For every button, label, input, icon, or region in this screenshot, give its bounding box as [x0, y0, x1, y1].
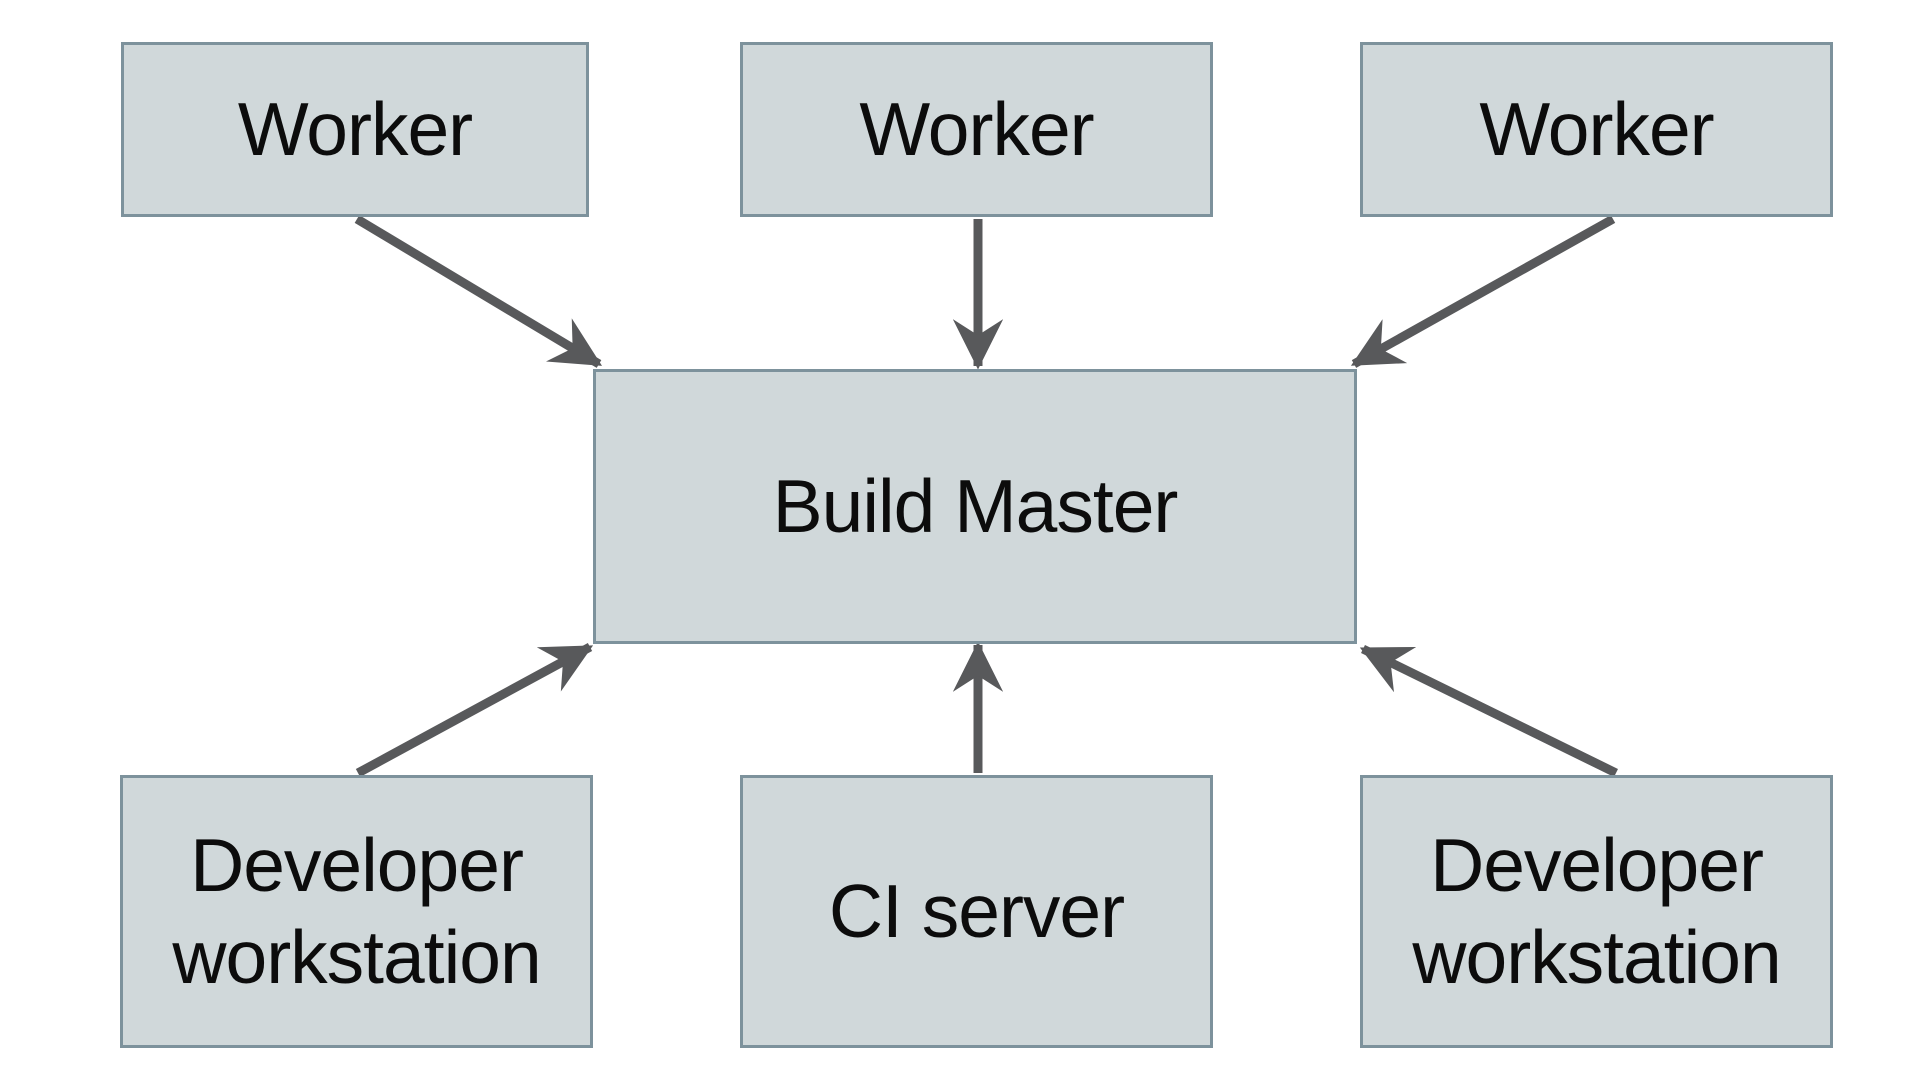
node-build-master: Build Master: [593, 369, 1357, 644]
node-developer-workstation-1: Developer workstation: [120, 775, 593, 1048]
node-developer-workstation-2: Developer workstation: [1360, 775, 1833, 1048]
node-label: Worker: [237, 86, 473, 171]
node-label: Build Master: [772, 463, 1179, 548]
node-label: CI server: [828, 868, 1125, 953]
node-worker-2: Worker: [740, 42, 1213, 217]
arrow-worker-3-to-build-master: [1350, 215, 1616, 368]
node-label: Worker: [859, 86, 1094, 171]
node-label: Worker: [1479, 86, 1714, 171]
node-worker-1: Worker: [121, 42, 589, 217]
node-ci-server: CI server: [740, 775, 1213, 1048]
arrow-developer-workstation-1-to-build-master: [355, 643, 594, 777]
node-worker-3: Worker: [1360, 42, 1833, 217]
node-label: Developer workstation: [1412, 823, 1781, 999]
node-label: Developer workstation: [172, 823, 541, 999]
arrow-worker-1-to-build-master: [354, 215, 603, 368]
arrow-developer-workstation-2-to-build-master: [1359, 644, 1618, 778]
